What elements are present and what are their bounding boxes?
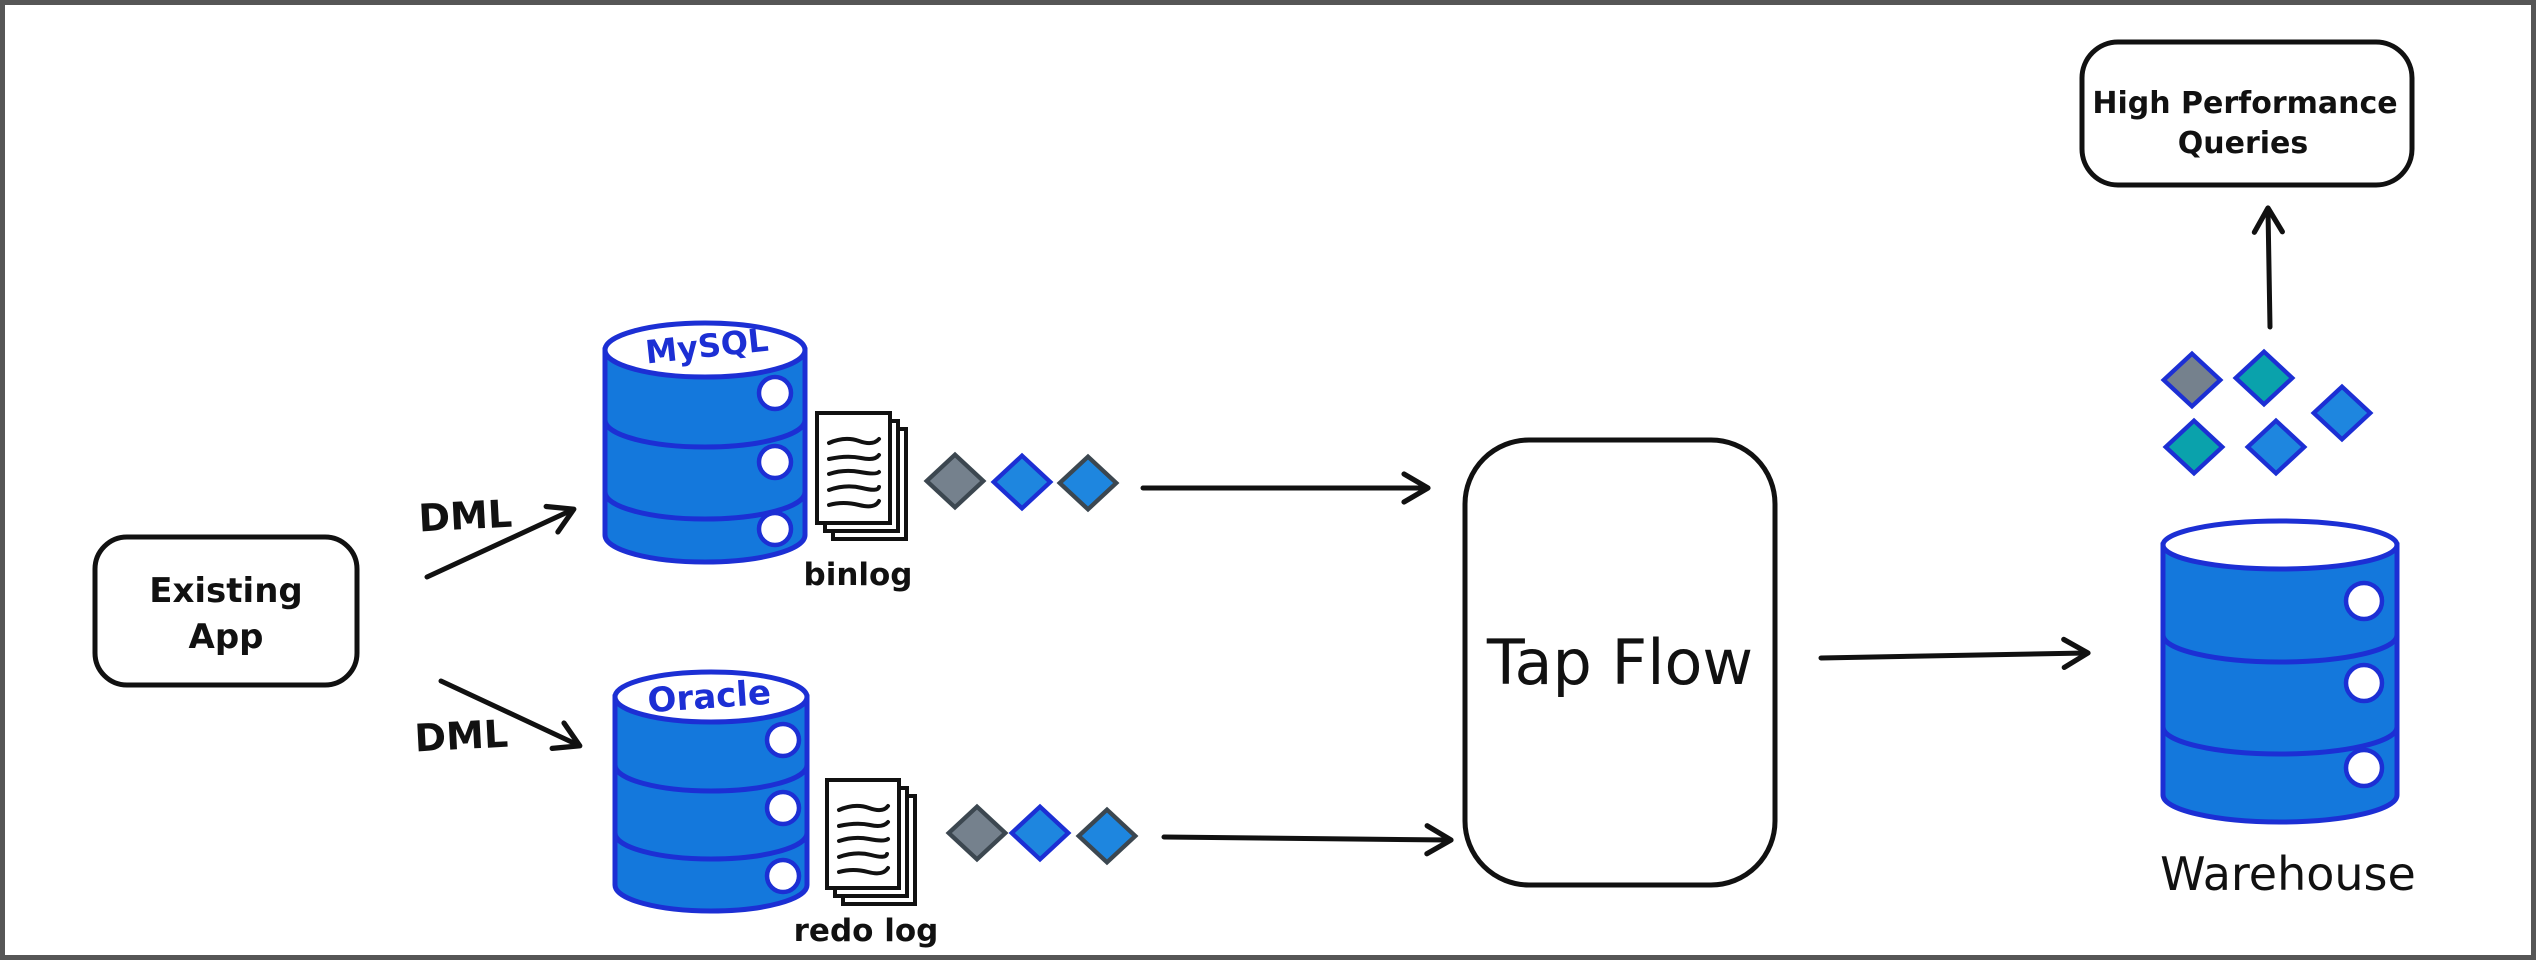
mysql-event-diamond (990, 452, 1054, 512)
oracle-db-divider (612, 764, 810, 794)
oracle-database-icon: Oracle (612, 669, 810, 914)
redo-log-doc-icon: redo log (794, 778, 939, 949)
high-performance-queries-node: High Performance Queries (2079, 39, 2415, 188)
dml-mysql-arrow (424, 503, 577, 580)
mysql-event-stream (923, 451, 1120, 513)
hpq-label-line1: High Performance (2092, 86, 2397, 121)
mysql-db-divider (602, 419, 808, 450)
existing-app-node: Existing App (92, 534, 360, 688)
warehouse-db-divider (2160, 726, 2400, 757)
edge-warehouse-queries-arrow (2251, 205, 2285, 330)
warehouse-database-icon: Warehouse (2160, 518, 2416, 901)
doc-text-lines (837, 803, 890, 876)
edge-tapflow-warehouse-arrow (1818, 636, 2091, 671)
oracle-db-top (612, 669, 810, 725)
existing-app-box (92, 534, 360, 688)
existing-app-label-line1: Existing (149, 571, 303, 611)
warehouse-event-diamond (2310, 383, 2374, 443)
oracle-event-diamond (945, 803, 1009, 863)
oracle-event-diamond (1075, 806, 1139, 866)
tap-flow-node: Tap Flow (1462, 437, 1778, 888)
mysql-db-divider (602, 491, 808, 522)
oracle-db-label: Oracle (646, 673, 772, 722)
warehouse-db-dot (2343, 580, 2385, 622)
mysql-db-dot (756, 510, 794, 548)
oracle-db-dot (764, 857, 802, 895)
warehouse-db-top (2160, 518, 2400, 572)
warehouse-event-cluster (2160, 348, 2374, 477)
warehouse-event-diamond (2162, 417, 2226, 477)
mysql-event-diamond (1056, 453, 1120, 513)
dml-oracle-arrow (438, 678, 583, 751)
warehouse-label: Warehouse (2160, 847, 2416, 901)
mysql-event-diamond (923, 451, 987, 511)
mysql-db-dot (756, 374, 794, 412)
doc-text-lines (827, 436, 881, 509)
warehouse-db-dot (2343, 662, 2385, 704)
tap-flow-box (1462, 437, 1778, 888)
edge-dml-oracle: DML (413, 678, 583, 761)
mysql-db-dot (756, 443, 794, 481)
mysql-db-top (602, 320, 808, 380)
warehouse-event-diamond (2232, 348, 2296, 408)
redo-log-label: redo log (794, 913, 939, 949)
oracle-db-dot (764, 721, 802, 759)
edge-dml-mysql: DML (417, 492, 577, 580)
binlog-label: binlog (804, 557, 913, 593)
warehouse-event-diamond (2244, 417, 2308, 477)
dml-oracle-label: DML (413, 712, 509, 761)
high-performance-queries-box (2079, 39, 2415, 188)
warehouse-event-diamond (2160, 350, 2224, 410)
oracle-event-diamond (1008, 803, 1072, 863)
oracle-db-dot (764, 789, 802, 827)
warehouse-db-divider (2160, 634, 2400, 665)
existing-app-label-line2: App (189, 617, 264, 657)
mysql-database-icon: MySQL (602, 320, 808, 565)
oracle-db-divider (612, 832, 810, 862)
binlog-doc-icon: binlog (804, 411, 913, 593)
edge-oracle-tapflow-arrow (1161, 823, 1454, 857)
mysql-db-body (602, 347, 808, 565)
hpq-label-line2: Queries (2178, 126, 2309, 161)
dml-mysql-label: DML (417, 492, 513, 541)
tap-flow-label: Tap Flow (1486, 626, 1753, 699)
oracle-event-stream (945, 803, 1139, 866)
warehouse-db-dot (2343, 747, 2385, 789)
